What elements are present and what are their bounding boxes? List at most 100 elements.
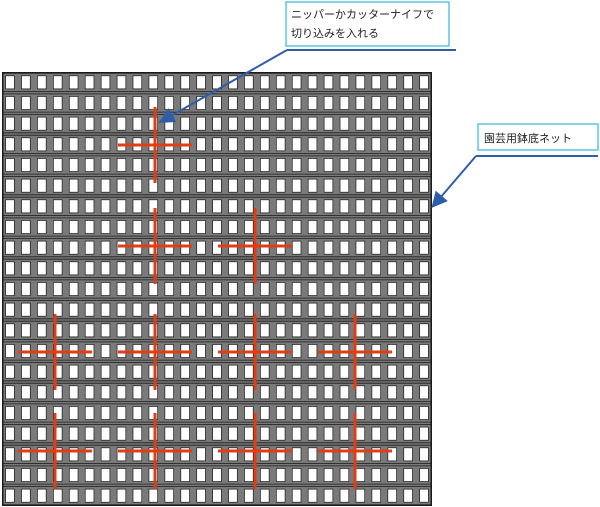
mesh-hole xyxy=(100,364,111,379)
mesh-hole xyxy=(339,240,350,255)
mesh-hole xyxy=(100,220,111,234)
mesh-hole xyxy=(100,178,111,193)
mesh-hole xyxy=(260,406,270,420)
mesh-hole xyxy=(196,468,206,482)
mesh-hole xyxy=(37,116,47,131)
mesh-hole xyxy=(355,116,366,131)
mesh-hole xyxy=(419,302,429,317)
mesh-hole xyxy=(323,406,334,420)
mesh-hole xyxy=(339,385,350,400)
mesh-hole xyxy=(164,158,174,172)
mesh-hole xyxy=(212,302,222,317)
mesh-hole xyxy=(5,96,15,110)
mesh-hole xyxy=(212,488,222,503)
mesh-hole xyxy=(244,323,254,338)
mesh-hole xyxy=(355,158,366,172)
mesh-hole xyxy=(84,468,95,482)
mesh-hole xyxy=(196,323,206,338)
mesh-hole xyxy=(212,282,222,296)
mesh-hole xyxy=(291,344,302,358)
mesh-hole xyxy=(323,261,334,276)
mesh-hole xyxy=(275,116,286,131)
mesh-hole xyxy=(355,488,366,503)
mesh-hole xyxy=(100,426,111,441)
mesh-hole xyxy=(196,178,206,193)
mesh-hole xyxy=(164,488,174,503)
mesh-hole xyxy=(132,447,143,462)
mesh-hole xyxy=(387,96,397,110)
mesh-hole xyxy=(84,137,95,152)
mesh-hole xyxy=(180,385,190,400)
mesh-hole xyxy=(291,488,302,503)
mesh-hole xyxy=(419,426,429,441)
mesh-hole xyxy=(291,364,302,379)
mesh-hole xyxy=(339,199,350,214)
mesh-hole xyxy=(100,261,111,276)
mesh-hole xyxy=(228,116,238,131)
mesh-hole xyxy=(196,158,206,172)
mesh-hole xyxy=(53,96,63,110)
cut-mark-cross xyxy=(318,314,392,390)
mesh-hole xyxy=(84,447,95,462)
mesh-hole xyxy=(419,323,429,338)
mesh-hole xyxy=(323,468,334,482)
mesh-hole xyxy=(419,468,429,482)
mesh-hole xyxy=(21,220,31,234)
mesh-hole xyxy=(275,96,286,110)
cut-mark-cross xyxy=(218,314,292,390)
mesh-hole xyxy=(339,426,350,441)
mesh-hole xyxy=(371,426,381,441)
mesh-hole xyxy=(180,323,190,338)
mesh-hole xyxy=(387,302,397,317)
mesh-hole xyxy=(84,302,95,317)
mesh-hole xyxy=(132,426,143,441)
mesh-hole xyxy=(307,344,318,358)
mesh-holes xyxy=(2,72,432,506)
mesh-hole xyxy=(116,261,127,276)
mesh-hole xyxy=(403,385,413,400)
mesh-hole xyxy=(419,199,429,214)
mesh-hole xyxy=(291,447,302,462)
mesh-hole xyxy=(212,178,222,193)
mesh-hole xyxy=(387,75,397,90)
mesh-hole xyxy=(84,240,95,255)
mesh-hole xyxy=(419,488,429,503)
mesh-hole xyxy=(100,468,111,482)
cut-mark-cross xyxy=(118,314,192,390)
mesh-hole xyxy=(21,302,31,317)
mesh-hole xyxy=(148,178,159,193)
mesh-hole xyxy=(307,261,318,276)
mesh-hole xyxy=(212,137,222,152)
mesh-hole xyxy=(5,240,15,255)
mesh-hole xyxy=(5,302,15,317)
mesh-hole xyxy=(5,385,15,400)
mesh-hole xyxy=(371,158,381,172)
mesh-hole xyxy=(403,447,413,462)
mesh-hole xyxy=(355,178,366,193)
mesh-hole xyxy=(53,488,63,503)
cut-mark-cross xyxy=(118,107,192,183)
mesh-hole xyxy=(164,282,174,296)
mesh-hole xyxy=(275,220,286,234)
mesh-hole xyxy=(148,364,159,379)
mesh-hole xyxy=(68,158,79,172)
mesh-hole xyxy=(275,488,286,503)
cut-marks xyxy=(18,107,392,489)
mesh-hole xyxy=(387,468,397,482)
mesh-hole xyxy=(403,158,413,172)
mesh-hole xyxy=(68,220,79,234)
mesh-hole xyxy=(116,302,127,317)
mesh-hole xyxy=(228,220,238,234)
mesh-hole xyxy=(323,302,334,317)
mesh-hole xyxy=(148,488,159,503)
mesh-hole xyxy=(84,323,95,338)
cut-mark-cross xyxy=(18,314,92,390)
mesh-hole xyxy=(100,344,111,358)
mesh-hole xyxy=(291,282,302,296)
mesh-hole xyxy=(275,261,286,276)
mesh-hole xyxy=(355,261,366,276)
mesh-hole xyxy=(180,302,190,317)
mesh-hole xyxy=(132,364,143,379)
cut-mark-cross xyxy=(218,208,292,284)
mesh-hole xyxy=(116,488,127,503)
